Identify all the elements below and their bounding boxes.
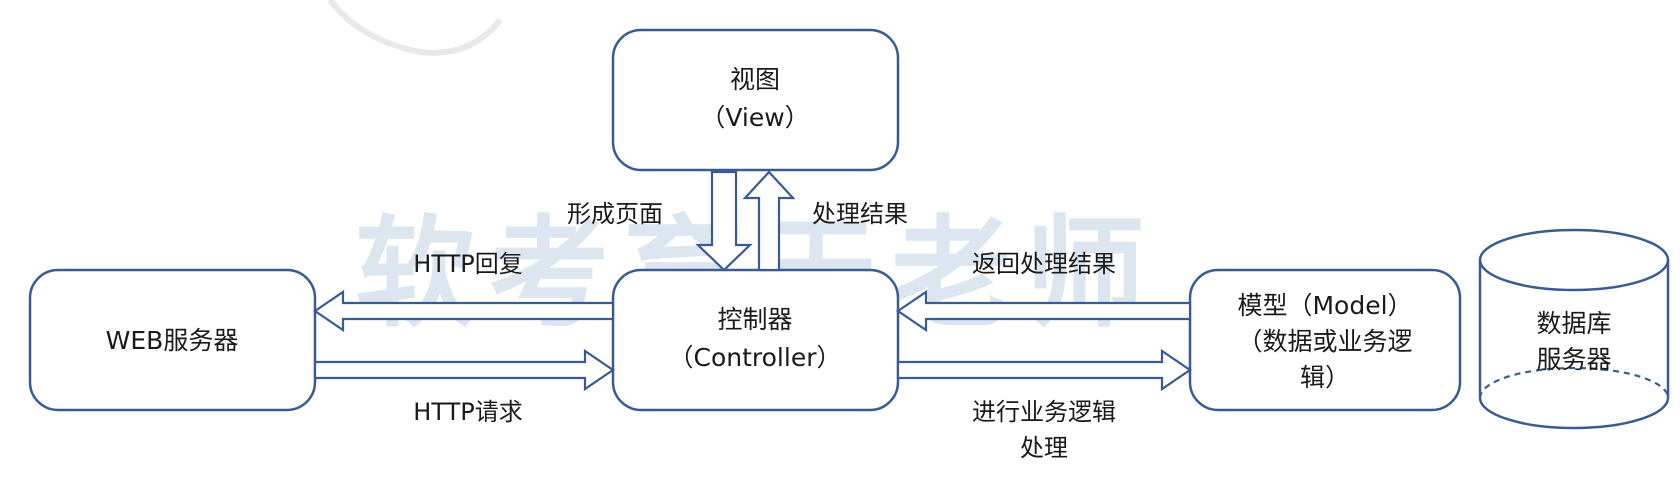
edge-label-return-result: 返回处理结果 <box>972 250 1116 278</box>
controller-title: 控制器 <box>717 305 792 334</box>
arrow-return-result <box>896 289 1192 333</box>
arrow-business-logic <box>896 348 1192 392</box>
web-server-node <box>28 268 317 412</box>
edge-label-business-logic-2: 处理 <box>1020 434 1068 462</box>
model-node <box>1188 268 1462 412</box>
controller-subtitle: （Controller） <box>669 343 842 372</box>
database-line-1: 数据库 <box>1536 309 1611 338</box>
view-subtitle: （View） <box>700 103 809 132</box>
model-line-3: 辑） <box>1300 363 1350 392</box>
edge-label-http-request: HTTP请求 <box>413 398 522 426</box>
arrow-http-reply <box>313 289 615 333</box>
view-title: 视图 <box>730 65 780 94</box>
arrow-form-page <box>695 170 753 272</box>
edge-label-business-logic-1: 进行业务逻辑 <box>972 398 1116 426</box>
view-node <box>611 28 900 172</box>
edge-label-process-result: 处理结果 <box>812 200 908 228</box>
model-line-2: （数据或业务逻 <box>1237 327 1412 356</box>
watermark-logo-curve <box>327 0 503 56</box>
controller-node <box>611 268 900 412</box>
arrow-process-result <box>742 170 796 272</box>
model-line-1: 模型（Model） <box>1237 291 1412 320</box>
database-line-2: 服务器 <box>1536 345 1611 374</box>
web-server-label: WEB服务器 <box>106 326 239 355</box>
edge-label-http-reply: HTTP回复 <box>413 250 522 278</box>
arrow-http-request <box>313 348 615 392</box>
edge-label-form-page: 形成页面 <box>567 200 663 228</box>
database-node <box>1478 228 1670 430</box>
